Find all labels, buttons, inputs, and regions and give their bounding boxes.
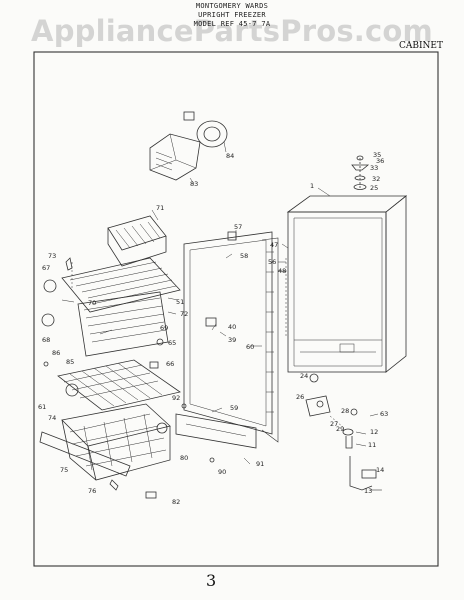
top-hinge-assembly: [351, 155, 370, 190]
part-82: [145, 491, 157, 499]
callout-65: 65: [168, 339, 176, 347]
callout-56: 56: [268, 258, 276, 266]
freezer-shelf-70: [61, 257, 181, 313]
callout-84: 84: [226, 152, 234, 160]
callout-33: 33: [370, 164, 378, 172]
callout-71: 71: [156, 204, 164, 212]
part-68: [41, 313, 55, 327]
callout-61: 61: [38, 403, 46, 411]
callout-40: 40: [228, 323, 236, 331]
callout-24: 24: [300, 372, 308, 380]
bottom-hinge-drain: [305, 395, 382, 491]
part-24: [309, 373, 319, 383]
callout-70: 70: [88, 299, 96, 307]
callout-1: 1: [310, 182, 314, 190]
callout-35: 35: [373, 151, 381, 159]
wire-basket-74: [61, 403, 171, 481]
callout-11: 11: [368, 441, 376, 449]
callout-25: 25: [370, 184, 378, 192]
shelf-panel-69: [77, 291, 169, 357]
callout-63: 63: [380, 410, 388, 418]
callout-59: 59: [230, 404, 238, 412]
part-40: [205, 317, 217, 327]
section-label: CABINET: [398, 41, 443, 51]
callout-28: 28: [341, 407, 349, 415]
basket-front-rail-75: [39, 431, 131, 477]
callout-67: 67: [42, 264, 50, 272]
door-bottom-trim: [175, 413, 257, 449]
callout-92: 92: [172, 394, 180, 402]
part-67: [43, 279, 57, 293]
page-mark: 3: [206, 571, 216, 590]
callout-69: 69: [160, 324, 168, 332]
part-90: [209, 457, 215, 463]
part-92: [181, 403, 187, 409]
callout-72: 72: [180, 310, 188, 318]
callout-47: 47: [270, 241, 278, 249]
callout-91: 91: [256, 460, 264, 468]
callout-12: 12: [370, 428, 378, 436]
callout-82: 82: [172, 498, 180, 506]
callout-80: 80: [180, 454, 188, 462]
wire-shelf-85: [57, 359, 181, 411]
callout-58: 58: [240, 252, 248, 260]
part-80: [156, 422, 168, 434]
callout-66: 66: [166, 360, 174, 368]
callout-75: 75: [60, 466, 68, 474]
callout-57: 57: [234, 223, 242, 231]
callout-48: 48: [278, 267, 286, 275]
callout-60: 60: [246, 343, 254, 351]
part-73: [65, 257, 73, 271]
callout-90: 90: [218, 468, 226, 476]
callout-36: 36: [376, 157, 384, 165]
header-product: UPRIGHT FREEZER: [198, 11, 266, 19]
header-model: MODEL REF 45-7 7A: [193, 20, 271, 28]
door-assembly: [183, 231, 279, 443]
callout-86: 86: [52, 349, 60, 357]
evaporator-fan: [149, 111, 228, 181]
part-66: [149, 361, 159, 369]
callout-13: 13: [364, 487, 372, 495]
part-86: [43, 361, 49, 367]
callout-76: 76: [88, 487, 96, 495]
diagram-frame: [33, 51, 439, 567]
header-brand: MONTGOMERY WARDS: [195, 2, 269, 10]
cabinet-body: [286, 195, 408, 373]
callout-26: 26: [296, 393, 304, 401]
callout-74: 74: [48, 414, 56, 422]
part-65: [156, 338, 164, 346]
callout-29: 29: [336, 425, 344, 433]
wire-basket-71: [107, 215, 167, 267]
part-61: [65, 383, 79, 397]
callout-85: 85: [66, 358, 74, 366]
callout-73: 73: [48, 252, 56, 260]
callout-39: 39: [228, 336, 236, 344]
watermark: AppliancePartsPros.com: [31, 14, 433, 48]
callout-32: 32: [372, 175, 380, 183]
callout-83: 83: [190, 180, 198, 188]
part-57: [227, 231, 237, 241]
callout-51: 51: [176, 298, 184, 306]
callout-27: 27: [330, 420, 338, 428]
part-76: [109, 479, 119, 491]
callout-14: 14: [376, 466, 384, 474]
callout-68: 68: [42, 336, 50, 344]
